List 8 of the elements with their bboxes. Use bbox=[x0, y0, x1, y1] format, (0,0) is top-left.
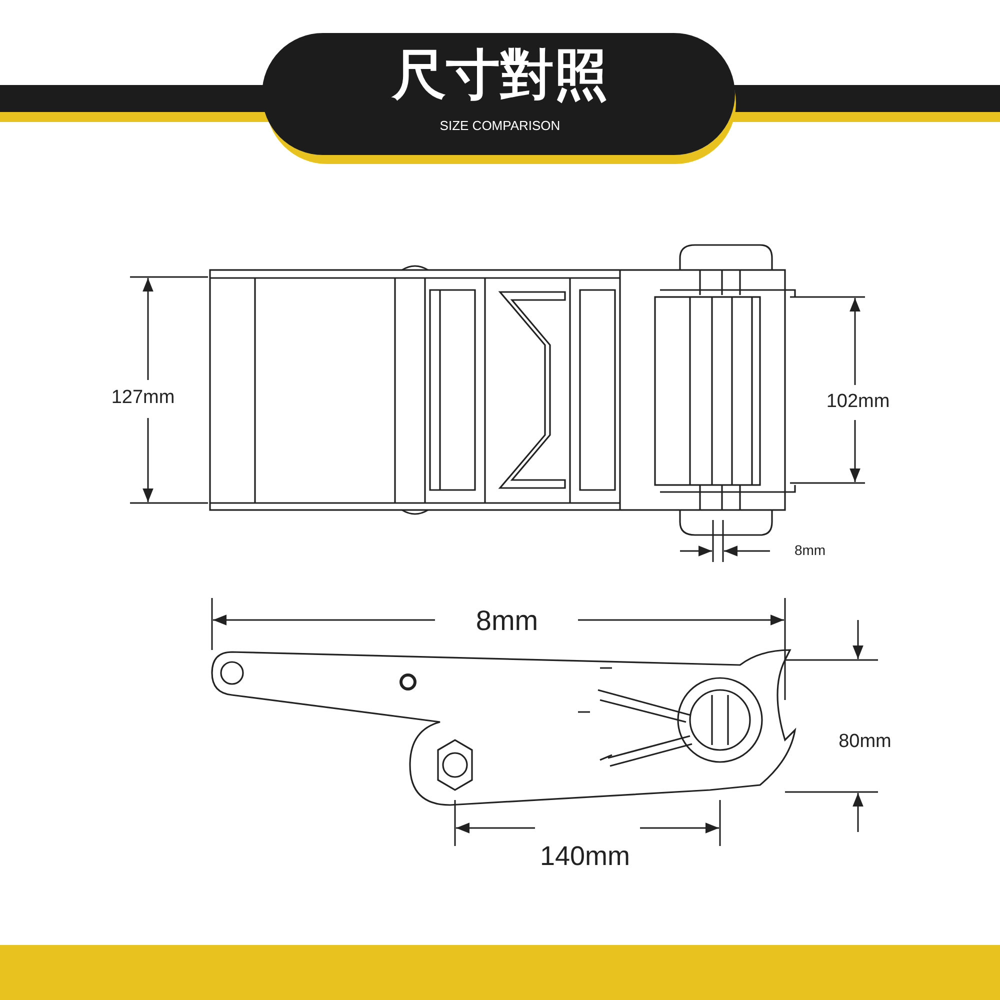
title: 尺寸對照 bbox=[390, 48, 609, 102]
dimension-label: 102mm bbox=[825, 390, 891, 414]
dimension-label: 80mm bbox=[838, 730, 892, 754]
dimension-label: 8mm bbox=[793, 542, 827, 560]
subtitle: SIZE COMPARISON bbox=[438, 118, 562, 134]
dimension-label: 140mm bbox=[538, 840, 632, 873]
dimension-label: 127mm bbox=[110, 386, 176, 410]
dimension-label: 8mm bbox=[474, 604, 540, 638]
